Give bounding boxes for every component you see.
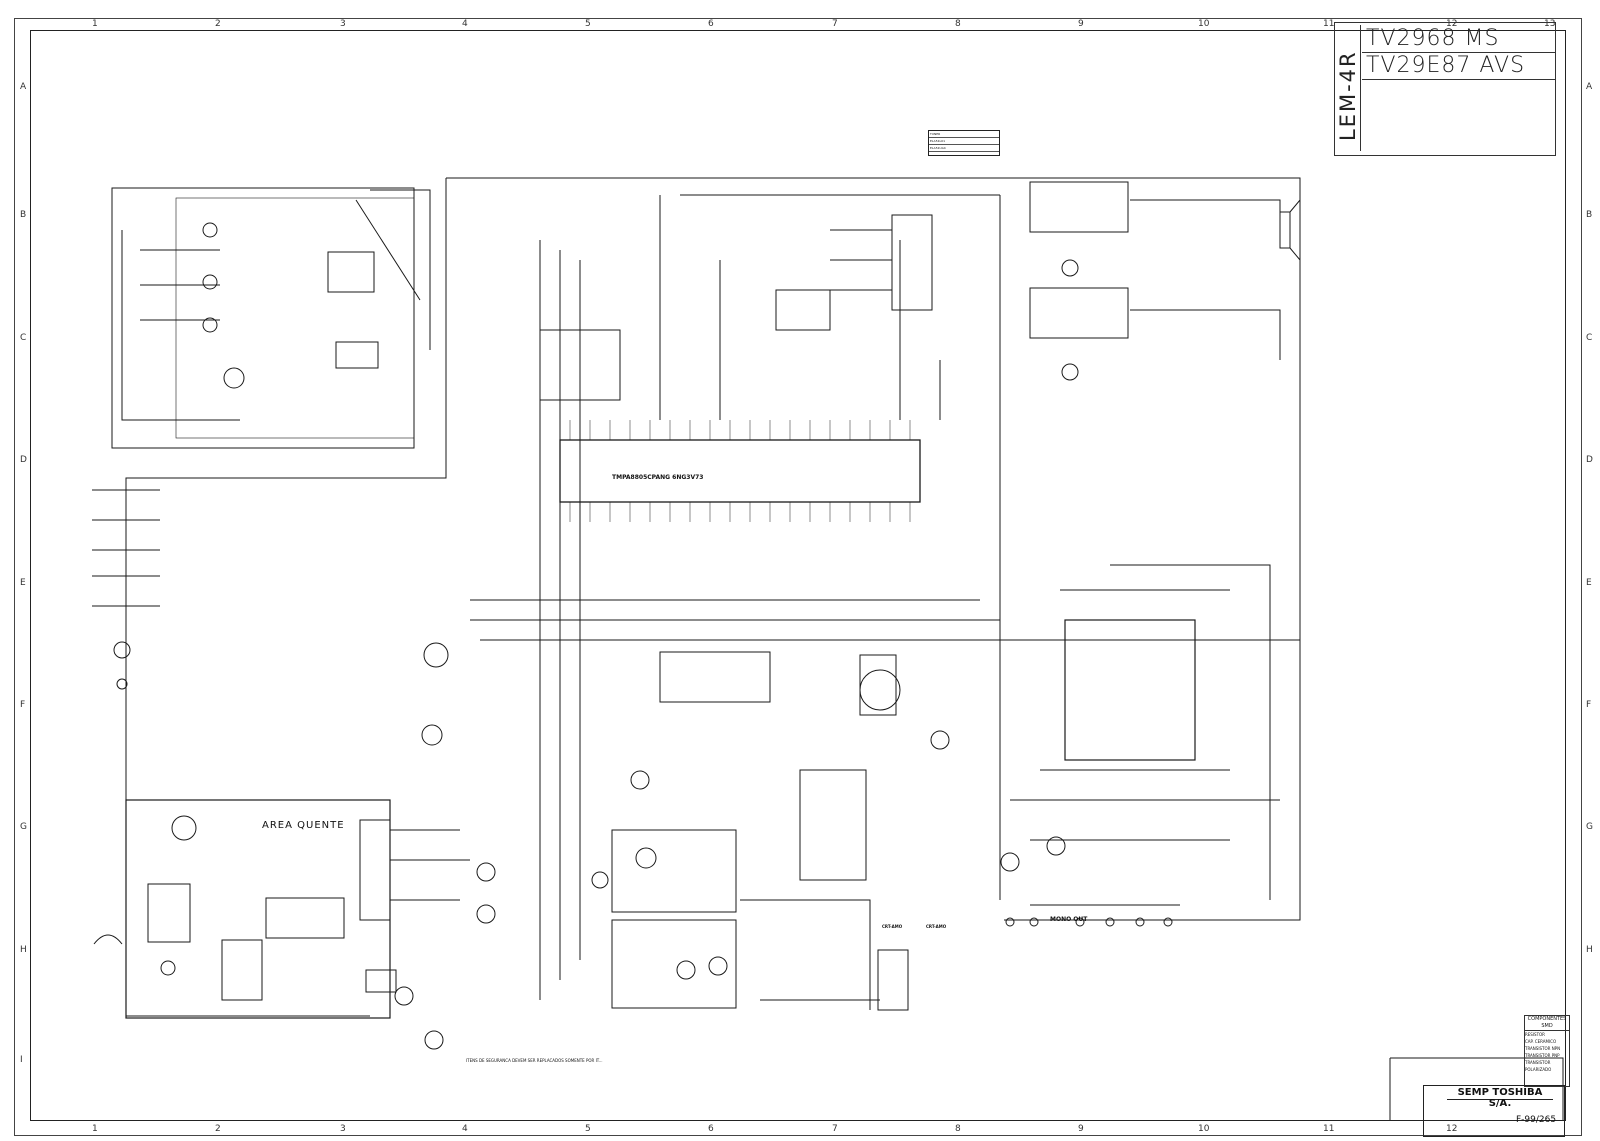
outer-frame	[14, 18, 1582, 1136]
grid-col-13: 13	[1544, 19, 1556, 29]
grid-col-9: 9	[1078, 19, 1084, 29]
grid-row-c: C	[20, 333, 27, 343]
grid-col-7-bottom: 7	[832, 1124, 838, 1134]
model-secondary: TV29E87 AVS	[1362, 53, 1556, 80]
company-name: SEMP TOSHIBA S/A.	[1447, 1087, 1553, 1109]
grid-col-10: 10	[1198, 19, 1210, 29]
grid-col-11: 11	[1323, 19, 1335, 29]
grid-row-f: F	[20, 700, 26, 710]
grid-col-6-bottom: 6	[708, 1124, 714, 1134]
tuner-table-row: ELA51L01	[929, 138, 999, 145]
grid-row-e-right: E	[1586, 578, 1592, 588]
legend-item: TRANSISTOR NPN	[1525, 1046, 1561, 1051]
title-block	[1334, 22, 1556, 156]
legend-item: TRANSISTOR PNP	[1525, 1053, 1560, 1058]
legend-item: RESISTOR	[1525, 1032, 1545, 1037]
legend-title: COMPONENTES SMD	[1525, 1016, 1569, 1031]
company-stamp	[1423, 1085, 1565, 1137]
grid-col-6: 6	[708, 19, 714, 29]
grid-row-a-right: A	[1586, 82, 1593, 92]
grid-row-g-right: G	[1586, 822, 1593, 832]
grid-col-5-bottom: 5	[585, 1124, 591, 1134]
grid-row-b-right: B	[1586, 210, 1593, 220]
grid-col-10-bottom: 10	[1198, 1124, 1210, 1134]
sheet-number: F-99/265	[1516, 1115, 1557, 1125]
grid-row-b: B	[20, 210, 27, 220]
grid-col-9-bottom: 9	[1078, 1124, 1084, 1134]
grid-row-a: A	[20, 82, 27, 92]
series-label-box: LEM-4R	[1336, 25, 1361, 151]
grid-col-12: 12	[1446, 19, 1458, 29]
grid-col-2-bottom: 2	[215, 1124, 221, 1134]
smd-legend: COMPONENTES SMD RESISTOR CAP. CERAMICO T…	[1524, 1015, 1570, 1087]
model-primary: TV2968 MS	[1362, 26, 1556, 53]
grid-row-i: I	[20, 1055, 23, 1065]
hot-area-label: AREA QUENTE	[262, 820, 345, 831]
tuner-table-row: ELA51UA4	[929, 145, 999, 152]
grid-row-d-right: D	[1586, 455, 1593, 465]
grid-col-12-bottom: 12	[1446, 1124, 1458, 1134]
legend-item: TRANSISTOR POLARIZADO	[1525, 1060, 1552, 1072]
grid-col-8: 8	[955, 19, 961, 29]
grid-col-8-bottom: 8	[955, 1124, 961, 1134]
grid-col-5: 5	[585, 19, 591, 29]
grid-row-g: G	[20, 822, 27, 832]
grid-row-h-right: H	[1586, 945, 1593, 955]
grid-row-c-right: C	[1586, 333, 1593, 343]
mono-out-label: MONO OUT	[1050, 916, 1088, 923]
grid-col-7: 7	[832, 19, 838, 29]
safety-note: ITENS DE SEGURANCA DEVEM SER REPLACADOS …	[466, 1058, 603, 1063]
grid-col-4-bottom: 4	[462, 1124, 468, 1134]
crt-amo-label-a: CRT-AMO	[882, 924, 903, 929]
crt-amo-label-b: CRT-AMO	[926, 924, 947, 929]
tuner-table-header: TUNER	[929, 131, 999, 138]
grid-col-1-bottom: 1	[92, 1124, 98, 1134]
main-ic-label: TMPA8805CPANG 6NG3V73	[612, 474, 704, 481]
grid-col-1: 1	[92, 19, 98, 29]
grid-row-f-right: F	[1586, 700, 1592, 710]
grid-col-11-bottom: 11	[1323, 1124, 1335, 1134]
grid-col-3-bottom: 3	[340, 1124, 346, 1134]
grid-row-h: H	[20, 945, 27, 955]
grid-col-4: 4	[462, 19, 468, 29]
grid-col-3: 3	[340, 19, 346, 29]
grid-row-d: D	[20, 455, 27, 465]
inner-frame	[30, 30, 1566, 1121]
legend-item: CAP. CERAMICO	[1525, 1039, 1557, 1044]
grid-col-2: 2	[215, 19, 221, 29]
grid-row-e: E	[20, 578, 26, 588]
tuner-table: TUNER ELA51L01 ELA51UA4	[928, 130, 1000, 156]
